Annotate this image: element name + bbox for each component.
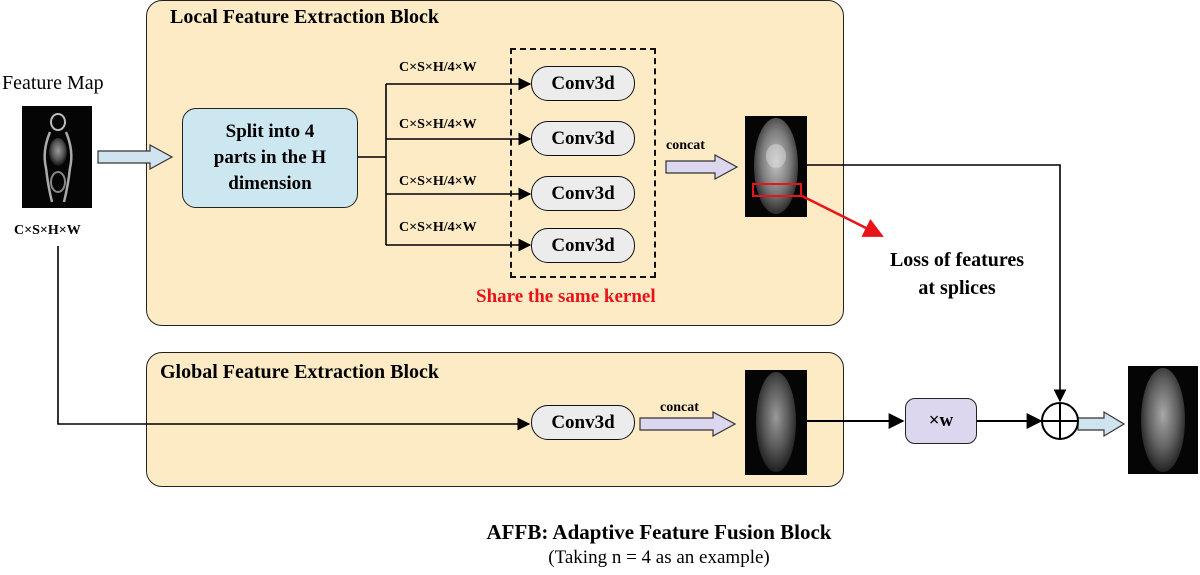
conv3d-node-2: Conv3d (531, 121, 635, 156)
split-box: Split into 4 parts in the H dimension (182, 108, 358, 208)
splice-highlight-box (752, 183, 802, 197)
split-box-line1: Split into 4 (225, 121, 315, 142)
branch-dims-label-2: C×S×H/4×W (399, 117, 477, 132)
local-output-image (745, 116, 807, 217)
fused-output-image (1128, 366, 1198, 474)
conv3d-node-3: Conv3d (531, 176, 635, 211)
feature-map-label: Feature Map (2, 72, 104, 94)
conv3d-node-1: Conv3d (531, 66, 635, 101)
local-output-scan-graphic (754, 118, 798, 214)
local-block-title: Local Feature Extraction Block (170, 6, 440, 28)
loss-note: Loss of features at splices (878, 246, 1036, 302)
final-output-arrow (1077, 410, 1126, 438)
loss-note-line2: at splices (918, 277, 996, 299)
global-output-image (745, 370, 807, 475)
loss-note-line1: Loss of features (889, 249, 1025, 271)
caption-subtitle: (Taking n = 4 as an example) (548, 547, 770, 568)
fused-output-scan-graphic (1141, 368, 1185, 472)
caption-title: AFFB: Adaptive Feature Fusion Block (486, 520, 832, 544)
branch-dims-label-3: C×S×H/4×W (399, 174, 477, 189)
conv3d-node-4: Conv3d (531, 228, 635, 263)
sum-node (1041, 402, 1079, 440)
global-output-scan-graphic (756, 372, 796, 472)
conv3d-node-global: Conv3d (531, 405, 635, 440)
global-concat-label: concat (660, 400, 699, 415)
share-kernel-note: Share the same kernel (476, 286, 656, 307)
input-dims-label: C×S×H×W (14, 223, 81, 238)
branch-dims-label-4: C×S×H/4×W (399, 220, 477, 235)
input-feature-map-image (22, 106, 92, 208)
split-box-line3: dimension (228, 173, 312, 194)
local-concat-label: concat (666, 138, 705, 153)
body-scan-graphic (43, 113, 73, 203)
weight-node: ×w (905, 398, 977, 444)
global-block-title: Global Feature Extraction Block (160, 361, 440, 383)
shared-kernel-dashed-box (510, 48, 656, 278)
split-box-line2: parts in the H (213, 147, 327, 168)
branch-dims-label-1: C×S×H/4×W (399, 60, 477, 75)
